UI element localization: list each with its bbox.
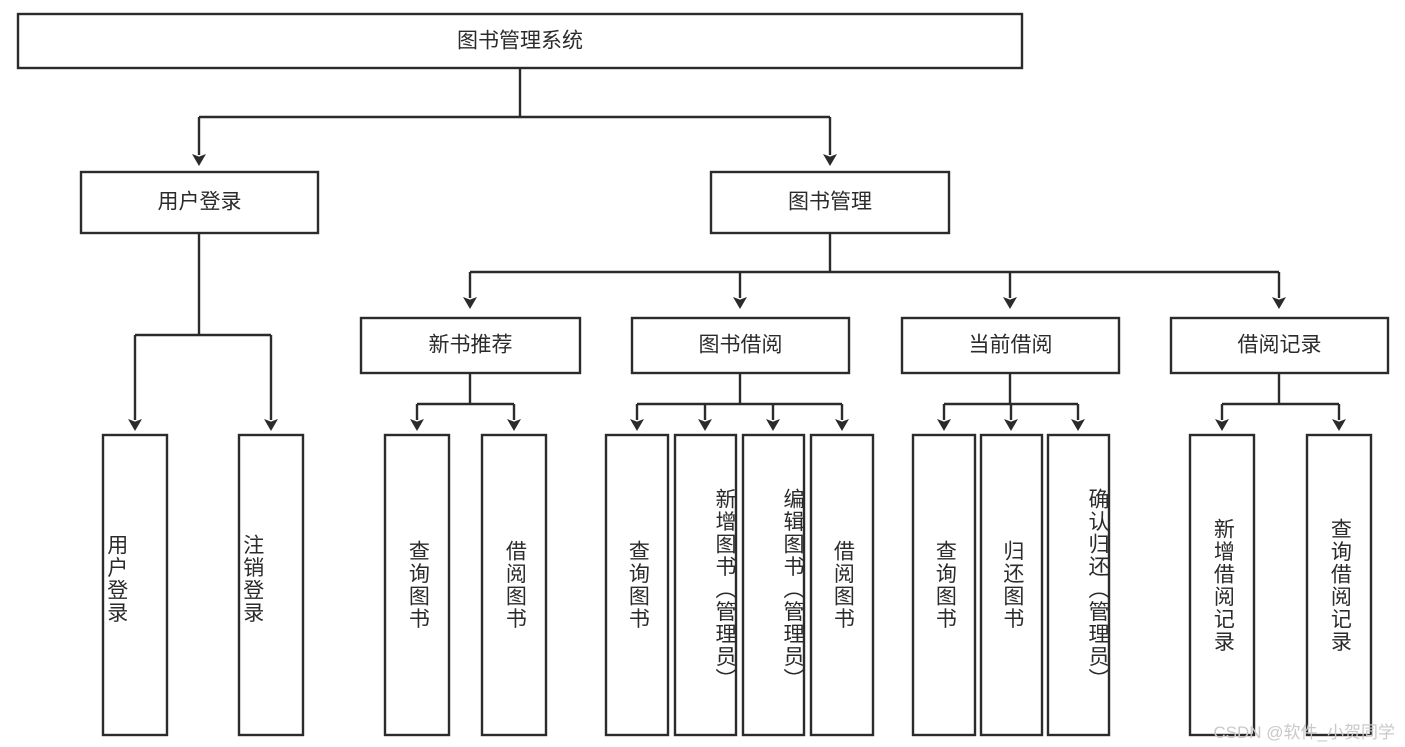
node-borrow-record-label: 借阅记录 [1238,334,1322,357]
node-book-borrow-label: 图书借阅 [699,334,783,357]
node-current-borrow-label: 当前借阅 [969,334,1053,357]
node-leaf-add-book-box[interactable] [673,433,738,737]
node-leaf-add-record-box[interactable] [1188,433,1256,737]
csdn-watermark: CSDN @软件_小贺同学 [1213,723,1395,742]
connector-bookborrow-to-leaves [630,373,849,431]
node-borrow-record[interactable]: 借阅记录 [1169,316,1390,375]
node-leaf-return-book-box[interactable] [979,433,1044,737]
node-new-book-recommend[interactable]: 新书推荐 [359,316,582,375]
node-borrow-record-box[interactable] [1169,316,1390,375]
node-root[interactable]: 图书管理系统 [16,12,1024,70]
node-current-borrow[interactable]: 当前借阅 [900,316,1121,375]
node-root-box[interactable] [16,12,1024,70]
node-leaf-user-login-box[interactable] [101,433,169,737]
node-user-login[interactable]: 用户登录 [79,170,320,235]
node-book-management-label: 图书管理 [788,191,872,214]
node-leaf-borrow-book-2-box[interactable] [809,433,875,737]
node-leaf-query-book-2-box[interactable] [604,433,670,737]
node-book-borrow-box[interactable] [630,316,851,375]
connector-bookmgmt-to-level3 [463,233,1286,309]
connector-userlogin-to-leaves [128,233,278,431]
node-book-management[interactable]: 图书管理 [709,170,951,235]
connector-newbook-to-leaves [410,373,521,431]
node-leaf-query-book-3-box[interactable] [911,433,977,737]
node-book-borrow[interactable]: 图书借阅 [630,316,851,375]
node-leaf-edit-book-box[interactable] [741,433,806,737]
node-leaf-query-record-box[interactable] [1305,433,1373,737]
node-leaf-query-book-1-box[interactable] [383,433,451,737]
connector-borrowrecord-to-leaves [1215,373,1346,431]
node-new-book-recommend-label: 新书推荐 [429,334,513,357]
node-leaf-logout-box[interactable] [237,433,305,737]
node-root-label: 图书管理系统 [457,30,583,53]
node-leaf-borrow-book-1-box[interactable] [480,433,548,737]
node-user-login-label: 用户登录 [158,191,242,214]
connector-currentborrow-to-leaves [937,373,1085,431]
node-current-borrow-box[interactable] [900,316,1121,375]
node-user-login-box[interactable] [79,170,320,235]
node-book-management-box[interactable] [709,170,951,235]
node-new-book-recommend-box[interactable] [359,316,582,375]
node-leaf-confirm-return-box[interactable] [1046,433,1111,737]
connector-root-to-level2 [192,68,837,166]
